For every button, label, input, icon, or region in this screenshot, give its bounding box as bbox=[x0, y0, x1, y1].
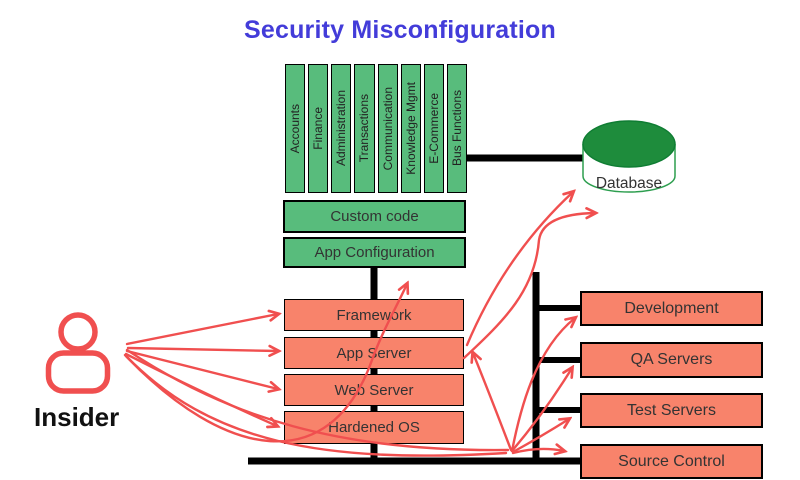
module-bar-administration: Administration bbox=[331, 64, 352, 193]
layer-app-server: App Server bbox=[284, 337, 464, 369]
database-label: Database bbox=[596, 175, 662, 192]
module-bar-label: Accounts bbox=[288, 103, 303, 154]
layer-framework: Framework bbox=[284, 299, 464, 331]
module-bar-communication: Communication bbox=[377, 64, 398, 193]
diagram-title: Security Misconfiguration bbox=[244, 16, 556, 44]
module-bar-label: Bus Functions bbox=[449, 90, 464, 167]
layer-hardened-os: Hardened OS bbox=[284, 411, 464, 444]
module-bar-label: Administration bbox=[334, 90, 349, 167]
module-bar-label: Communication bbox=[380, 86, 395, 171]
module-bar-label: Knowledge Mgmt bbox=[403, 82, 418, 175]
database-top bbox=[582, 120, 676, 168]
insider-label: Insider bbox=[34, 402, 120, 432]
env-box-qa-servers: QA Servers bbox=[580, 342, 763, 378]
layer-web-server: Web Server bbox=[284, 374, 464, 406]
person-body bbox=[45, 350, 111, 394]
person-head bbox=[58, 312, 98, 352]
env-box-test-servers: Test Servers bbox=[580, 393, 763, 428]
env-box-source-control: Source Control bbox=[580, 444, 763, 479]
layer-custom-code: Custom code bbox=[283, 200, 466, 233]
env-box-development: Development bbox=[580, 291, 763, 326]
layer-app-configuration: App Configuration bbox=[283, 237, 466, 268]
module-bar-label: Transactions bbox=[357, 94, 372, 163]
module-bar-finance: Finance bbox=[308, 64, 329, 193]
database-icon: Database bbox=[582, 120, 676, 193]
module-bar-bus-functions: Bus Functions bbox=[446, 64, 467, 193]
module-bar-label: E-Commerce bbox=[426, 93, 441, 164]
module-bar-label: Finance bbox=[311, 107, 326, 150]
module-bar-accounts: Accounts bbox=[285, 64, 306, 193]
module-bar-knowledge-mgmt: Knowledge Mgmt bbox=[400, 64, 421, 193]
module-bar-e-commerce: E-Commerce bbox=[423, 64, 444, 193]
insider-person-icon bbox=[45, 312, 111, 394]
module-bar-transactions: Transactions bbox=[354, 64, 375, 193]
business-modules-row: Accounts Finance Administration Transact… bbox=[285, 64, 467, 193]
